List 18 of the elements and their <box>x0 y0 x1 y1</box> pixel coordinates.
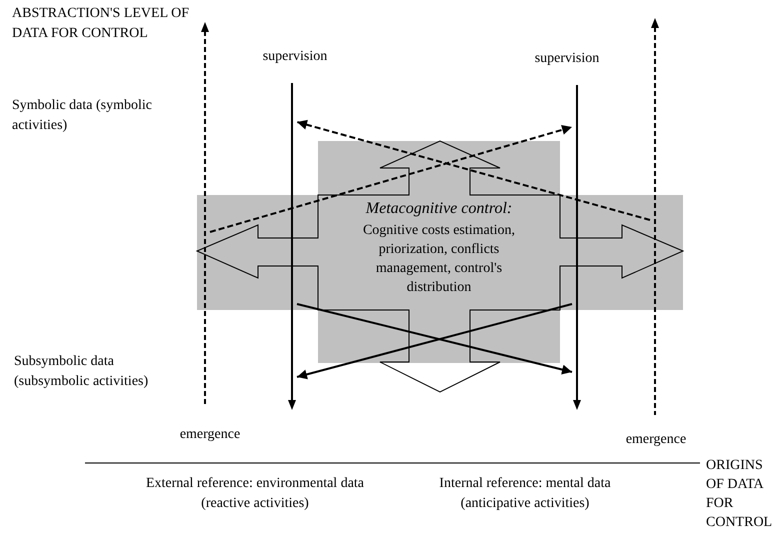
axis-label: Internal reference: mental data (anticipative activities) <box>438 475 612 513</box>
dashed-arrow <box>210 124 572 233</box>
vertical-arrow <box>572 85 582 410</box>
axis-title: ABSTRACTION'S LEVEL OF DATA FOR CONTROL <box>12 5 190 43</box>
dashed-arrow <box>296 120 650 221</box>
dashed-vertical-arrow <box>650 18 660 415</box>
line-caption: emergence <box>624 431 688 448</box>
axis-title: ORIGINS OF DATA FOR CONTROL <box>706 457 774 532</box>
box-text: Cognitive costs estimation, priorization, conflicts management, control's distribution <box>362 222 516 297</box>
dashed-vertical-arrow <box>200 22 210 405</box>
axis-label: External reference: environmental data (reactive activities) <box>144 475 366 513</box>
line-caption: supervision <box>262 48 328 65</box>
box-heading: Metacognitive control: <box>364 200 514 217</box>
axis-label: Symbolic data (symbolic activities) <box>12 97 152 135</box>
line-caption: supervision <box>534 50 600 67</box>
line-caption: emergence <box>178 426 242 443</box>
vertical-arrow <box>287 83 297 410</box>
axis-label: Subsymbolic data (subsymbolic activities) <box>14 353 150 391</box>
